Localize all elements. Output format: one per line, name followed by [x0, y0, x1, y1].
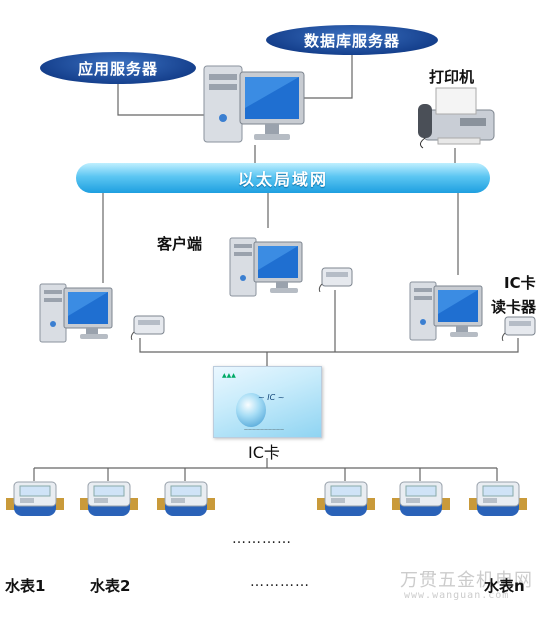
card-reader-left-icon [130, 315, 165, 340]
water-meter-2-icon [79, 481, 139, 517]
water-meter-n-icon [468, 481, 528, 517]
line-db-server [300, 52, 353, 99]
ic-card-label: IC卡 [248, 443, 280, 462]
water-meters [5, 481, 528, 517]
water-meter-4-icon [316, 481, 376, 517]
ic-card-fineprint: —————————— [244, 427, 284, 432]
meter-n-label: 水表n [484, 577, 525, 595]
app-server-pill: 应用服务器 [40, 52, 196, 84]
card-reader-center-icon [318, 267, 353, 292]
ic-card-decoration: ~ IC ~ [258, 393, 285, 402]
ic-reader-label-line1: IC卡 [504, 274, 536, 292]
ethernet-bus: 以太局域网 [76, 163, 490, 193]
water-meter-5-icon [391, 481, 451, 517]
water-meter-1-icon [5, 481, 65, 517]
water-meter-3-icon [156, 481, 216, 517]
printer-label: 打印机 [429, 68, 475, 86]
client-computer-right-icon [409, 281, 483, 341]
fax-printer-icon [418, 87, 495, 149]
client-computer-left-icon [39, 283, 113, 343]
app-server-label: 应用服务器 [77, 59, 158, 78]
water-drop-icon [236, 393, 266, 427]
watermark-cn: 万贯五金机电网 [400, 570, 533, 591]
line-readers [139, 338, 519, 353]
line-app-server [117, 76, 205, 116]
ic-card-logo: ▲▲▲ [222, 372, 236, 379]
client-computer-center-icon [229, 237, 303, 297]
card-reader-right-icon [501, 316, 536, 341]
ic-reader-label-line2: 读卡器 [491, 298, 537, 316]
db-server-label: 数据库服务器 [303, 31, 400, 50]
client-label: 客户端 [157, 235, 203, 253]
meter-1-label: 水表1 [5, 577, 46, 595]
db-server-pill: 数据库服务器 [266, 25, 438, 55]
ellipsis-bottom: ………… [250, 574, 310, 590]
server-computer-icon [203, 65, 305, 143]
meter-2-label: 水表2 [90, 577, 131, 595]
ellipsis-top: ………… [232, 531, 292, 547]
watermark-url: www.wanguan.com [404, 590, 510, 601]
ic-card-image: ▲▲▲ ~ IC ~ —————————— [213, 366, 322, 438]
ethernet-label: 以太局域网 [237, 170, 328, 189]
